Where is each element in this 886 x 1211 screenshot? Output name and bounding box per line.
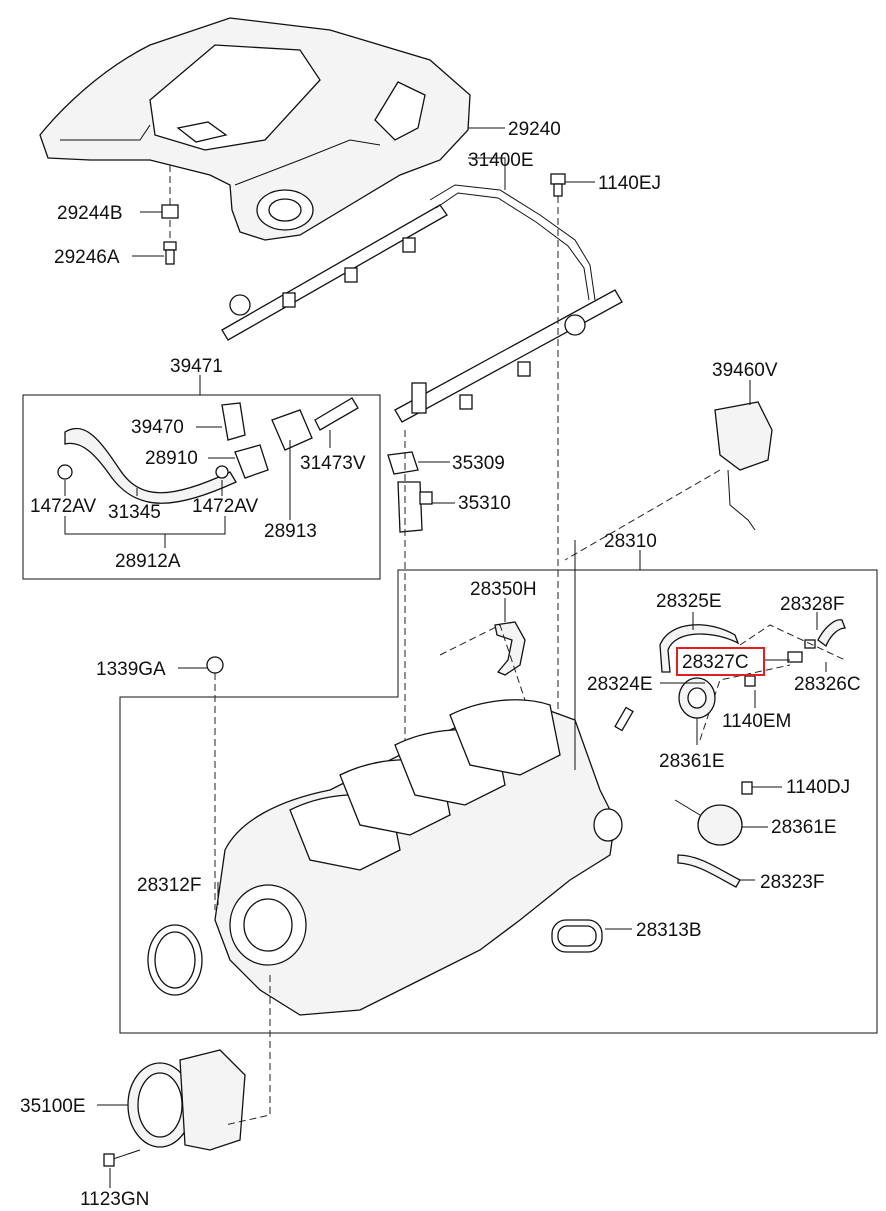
label-31345[interactable]: 31345 [108, 502, 161, 523]
label-39471[interactable]: 39471 [170, 356, 223, 377]
vacuum-hoses-drawing [659, 619, 846, 741]
label-35100e[interactable]: 35100E [20, 1096, 86, 1117]
leader-lines [64, 127, 827, 1188]
label-1339ga[interactable]: 1339GA [96, 659, 166, 680]
label-28327c[interactable]: 28327C [682, 652, 749, 673]
label-28361e-bottom[interactable]: 28361E [771, 817, 837, 838]
pcv-assembly-drawing [57, 397, 359, 504]
label-29246a[interactable]: 29246A [54, 247, 120, 268]
label-1140em[interactable]: 1140EM [722, 711, 791, 732]
label-1472av-right[interactable]: 1472AV [192, 496, 259, 517]
label-1472av-left[interactable]: 1472AV [30, 496, 97, 517]
label-28325e[interactable]: 28325E [656, 591, 722, 612]
label-28323f[interactable]: 28323F [760, 872, 824, 893]
actuator-upper-drawing [614, 675, 756, 732]
injector-drawing [387, 430, 433, 880]
label-28312f[interactable]: 28312F [137, 875, 201, 896]
label-35309[interactable]: 35309 [452, 453, 505, 474]
label-31473v[interactable]: 31473V [300, 453, 366, 474]
label-28913[interactable]: 28913 [264, 521, 317, 542]
intake-manifold-drawing [147, 656, 623, 1016]
label-39460v[interactable]: 39460V [712, 360, 778, 381]
actuator-lower-drawing [674, 781, 753, 888]
fuel-rail-drawing [221, 184, 623, 423]
grommet-and-bolt-drawing [161, 165, 179, 265]
label-39470[interactable]: 39470 [131, 417, 184, 438]
label-28361e-top[interactable]: 28361E [659, 751, 725, 772]
label-1140ej[interactable]: 1140EJ [598, 173, 661, 194]
main-box-28310 [119, 569, 878, 1034]
highlight-28327c-box [676, 647, 765, 676]
inset-box-39471 [22, 394, 381, 580]
engine-cover-drawing [39, 17, 471, 241]
label-35310[interactable]: 35310 [458, 493, 511, 514]
label-1140dj[interactable]: 1140DJ [786, 777, 850, 798]
label-28910[interactable]: 28910 [145, 448, 198, 469]
label-28350h[interactable]: 28350H [470, 579, 537, 600]
hose-28350h-drawing [439, 621, 531, 746]
label-31400e[interactable]: 31400E [468, 150, 534, 171]
solenoid-39460v-drawing [564, 401, 773, 561]
label-28326c[interactable]: 28326C [794, 674, 861, 695]
label-29244b[interactable]: 29244B [57, 203, 123, 224]
label-28313b[interactable]: 28313B [636, 920, 702, 941]
throttle-body-drawing [103, 975, 271, 1167]
part-labels: 29240 31400E 1140EJ 29244B 29246A 39471 … [20, 119, 861, 1210]
label-1123gn[interactable]: 1123GN [80, 1189, 149, 1210]
label-28310[interactable]: 28310 [604, 531, 657, 552]
label-28328f[interactable]: 28328F [780, 594, 844, 615]
label-29240[interactable]: 29240 [508, 119, 561, 140]
label-28912a[interactable]: 28912A [115, 551, 181, 572]
label-28324e[interactable]: 28324E [587, 674, 653, 695]
